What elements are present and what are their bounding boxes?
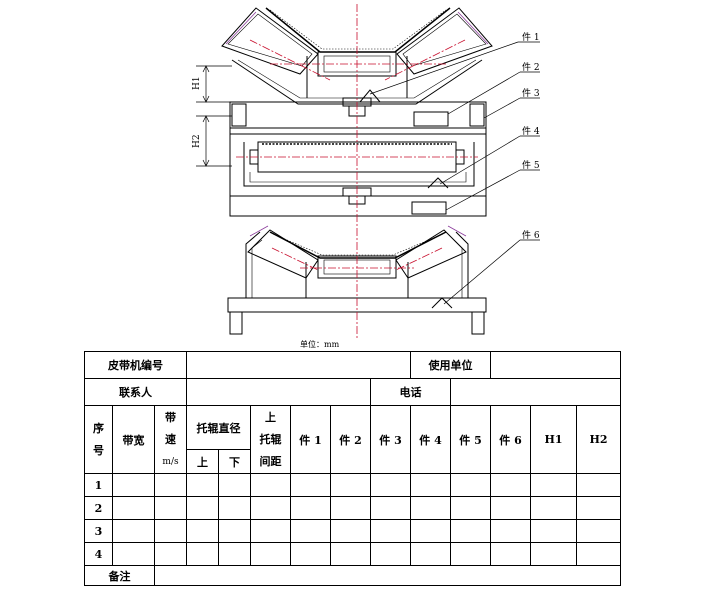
col-part-5: 件 5 <box>450 405 491 474</box>
leader-lines <box>369 41 540 305</box>
col-part-2: 件 2 <box>330 405 371 474</box>
phone-field[interactable] <box>450 378 621 406</box>
table-row: 1 <box>84 473 621 497</box>
conveyor-no-label: 皮带机编号 <box>84 351 187 379</box>
user-unit-field[interactable] <box>490 351 621 379</box>
col-part-1: 件 1 <box>290 405 331 474</box>
remark-field[interactable] <box>154 565 621 586</box>
col-roller-diameter: 托辊直径 <box>186 405 251 450</box>
table-row: 2 <box>84 496 621 520</box>
phone-label: 电话 <box>370 378 451 406</box>
col-upper-spacing: 上托辊间距 <box>250 405 291 474</box>
idler-assembly-drawing: 件 1 件 2 件 3 件 4 件 5 件 6 H1 H2 <box>192 4 540 338</box>
table-row: 3 <box>84 519 621 543</box>
return-frame <box>229 101 487 217</box>
col-seq: 序号 <box>84 405 113 474</box>
dimension-lines <box>196 65 232 167</box>
part-5-label: 件 5 <box>522 159 540 171</box>
part-2-label: 件 2 <box>522 61 540 73</box>
col-h1: H1 <box>530 405 577 474</box>
col-part-4: 件 4 <box>410 405 451 474</box>
row-number: 2 <box>84 496 113 520</box>
unit-note: 单位：mm <box>300 340 340 349</box>
user-unit-label: 使用单位 <box>410 351 491 379</box>
col-part-3: 件 3 <box>370 405 411 474</box>
col-roller-upper: 上 <box>186 449 219 474</box>
row-number: 4 <box>84 542 113 566</box>
col-part-6: 件 6 <box>490 405 531 474</box>
part-3-label: 件 3 <box>522 87 540 99</box>
contact-label: 联系人 <box>84 378 187 406</box>
h1-dimension-label: H1 <box>192 76 202 90</box>
col-roller-lower: 下 <box>218 449 251 474</box>
table-row: 4 <box>84 542 621 566</box>
h2-dimension-label: H2 <box>192 134 202 148</box>
conveyor-no-field[interactable] <box>186 351 411 379</box>
part-4-label: 件 4 <box>522 125 540 137</box>
col-h2: H2 <box>576 405 621 474</box>
col-belt-width: 带宽 <box>112 405 155 474</box>
row-number: 3 <box>84 519 113 543</box>
part-1-label: 件 1 <box>522 31 540 43</box>
part-6-label: 件 6 <box>522 229 540 241</box>
row-number: 1 <box>84 473 113 497</box>
remark-label: 备注 <box>84 565 155 586</box>
contact-field[interactable] <box>186 378 371 406</box>
